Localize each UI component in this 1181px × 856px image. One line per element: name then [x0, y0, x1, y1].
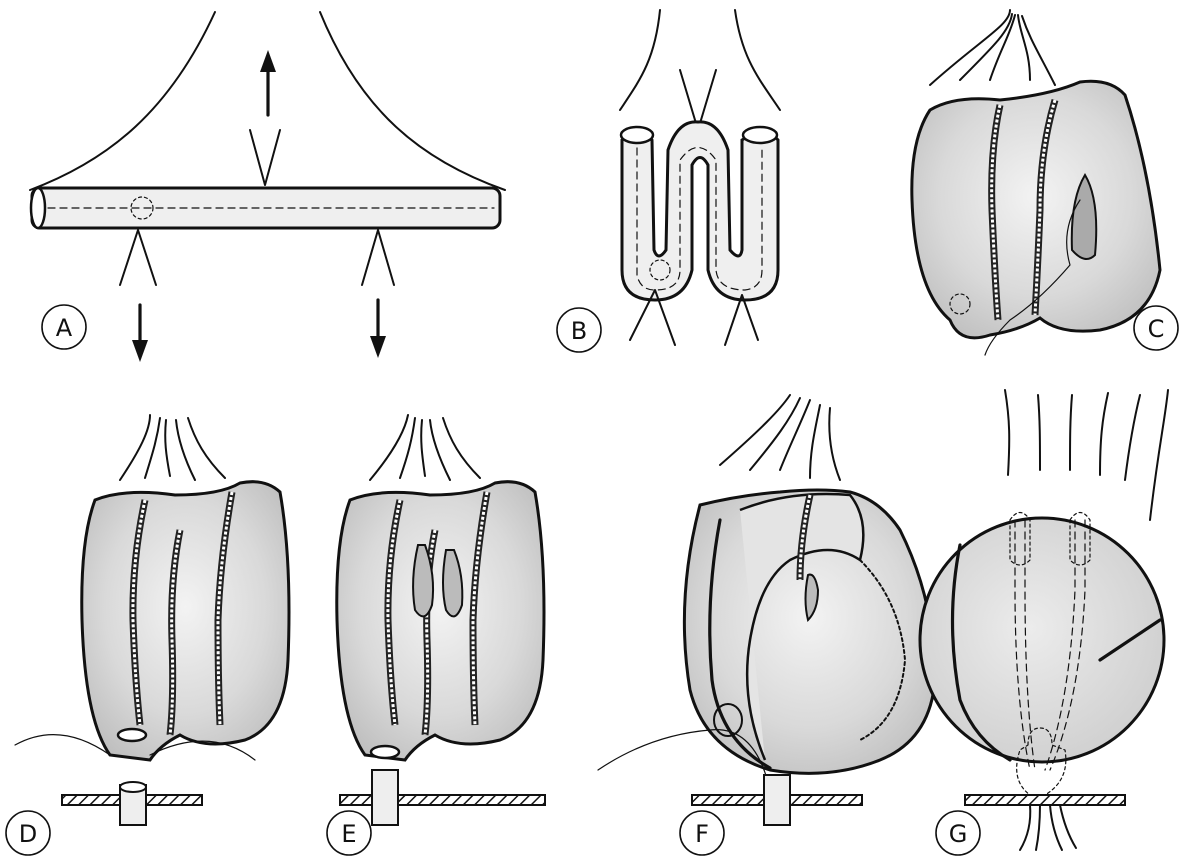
mesentery-e — [370, 415, 480, 480]
panel-e — [337, 415, 545, 825]
retractor-top — [250, 130, 280, 185]
stoma-opening-e — [371, 746, 399, 758]
down-arrow-left-head — [132, 340, 148, 362]
svg-text:F: F — [695, 820, 709, 848]
retractor-bottom-left — [120, 230, 156, 285]
bowel-b-open-left — [621, 127, 653, 143]
mesentery-left-curve — [30, 12, 215, 190]
mesentery-g — [1005, 390, 1168, 520]
panel-label-g: G — [936, 811, 980, 855]
abdominal-wall-g — [965, 795, 1125, 805]
folded-bowel-w — [622, 122, 778, 300]
bowel-open-end — [31, 188, 45, 228]
down-arrow-right-head — [370, 336, 386, 358]
panel-label-d: D — [6, 811, 50, 855]
mesentery-f — [720, 395, 840, 480]
stoma-opening-d — [118, 729, 146, 741]
panel-label-b: B — [557, 308, 601, 352]
panel-label-c: C — [1134, 306, 1178, 350]
pouch-d — [82, 482, 289, 760]
retractor-bottom-right — [362, 230, 394, 285]
svg-text:A: A — [56, 314, 73, 342]
panel-b — [620, 10, 780, 345]
stoma-tube-e — [372, 770, 398, 825]
mesentery-b-left — [620, 10, 660, 110]
svg-text:D: D — [19, 820, 37, 848]
drain-tubes-exit — [1020, 805, 1076, 850]
mesentery-d — [120, 415, 225, 480]
panel-label-a: A — [42, 305, 86, 349]
stoma-tube-f — [764, 775, 790, 825]
panel-label-f: F — [680, 811, 724, 855]
panel-g — [920, 390, 1168, 850]
up-arrow-head — [260, 50, 276, 72]
mesentery-right-curve — [320, 12, 505, 190]
mesentery-b-right — [735, 10, 780, 110]
panel-label-e: E — [327, 811, 371, 855]
panel-f — [598, 395, 935, 825]
svg-text:B: B — [571, 317, 587, 345]
pouch-e — [337, 482, 544, 760]
abdominal-wall-e — [340, 795, 545, 805]
mesentery-c — [930, 10, 1055, 85]
svg-text:C: C — [1148, 315, 1165, 343]
panel-d — [15, 415, 289, 825]
svg-text:G: G — [949, 820, 968, 848]
retractor-b-bottom-right — [725, 295, 758, 345]
svg-text:E: E — [341, 820, 356, 848]
panel-a — [30, 12, 505, 362]
panel-c — [912, 10, 1160, 355]
bowel-b-open-right — [743, 127, 777, 143]
